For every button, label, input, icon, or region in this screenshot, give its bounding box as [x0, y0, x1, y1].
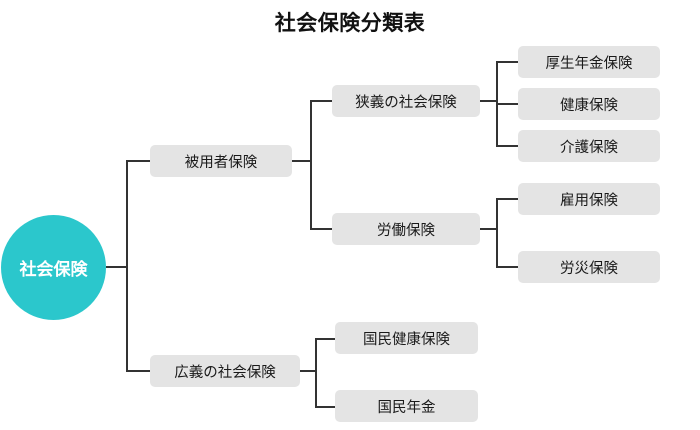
connector-to-workers-accident-insurance — [496, 266, 519, 268]
node-employees-pension[interactable]: 厚生年金保険 — [518, 46, 660, 78]
node-broad-social-insurance[interactable]: 広義の社会保険 — [150, 355, 300, 387]
connector-broad-social-insurance-stub — [300, 370, 317, 372]
node-health-insurance[interactable]: 健康保険 — [518, 88, 660, 120]
connector-to-health-insurance — [496, 103, 519, 105]
connector-to-employment-insurance — [496, 198, 519, 200]
connector-to-national-health-insurance — [315, 338, 336, 340]
connector-to-labor-insurance — [310, 228, 333, 230]
connector-labor-insurance-stub — [480, 228, 498, 230]
connector-to-nursing-care-insurance — [496, 145, 519, 147]
connector-labor-insurance-trunk — [496, 198, 498, 268]
connector-root-stub — [106, 266, 128, 268]
connector-to-employees-pension — [496, 61, 519, 63]
connector-narrow-social-insurance-stub — [480, 100, 498, 102]
connector-root-trunk — [126, 160, 128, 372]
connector-to-national-pension — [315, 406, 336, 408]
node-national-health-insurance[interactable]: 国民健康保険 — [335, 322, 478, 354]
connector-employee-insurance-stub — [292, 160, 312, 162]
node-employment-insurance[interactable]: 雇用保険 — [518, 183, 660, 215]
connector-employee-insurance-trunk — [310, 100, 312, 230]
page-title: 社会保険分類表 — [274, 12, 426, 35]
node-national-pension[interactable]: 国民年金 — [335, 390, 478, 422]
node-employee-insurance[interactable]: 被用者保険 — [150, 145, 292, 177]
node-narrow-social-insurance[interactable]: 狭義の社会保険 — [332, 85, 480, 117]
node-workers-accident-insurance[interactable]: 労災保険 — [518, 251, 660, 283]
connector-root-to-employee-insurance — [126, 160, 151, 162]
node-nursing-care-insurance[interactable]: 介護保険 — [518, 130, 660, 162]
connector-broad-social-insurance-trunk — [315, 338, 317, 408]
node-labor-insurance[interactable]: 労働保険 — [332, 213, 480, 245]
connector-to-narrow-social-insurance — [310, 100, 333, 102]
connector-root-to-broad-social-insurance — [126, 370, 151, 372]
node-social-insurance-root[interactable]: 社会保険 — [1, 215, 106, 320]
